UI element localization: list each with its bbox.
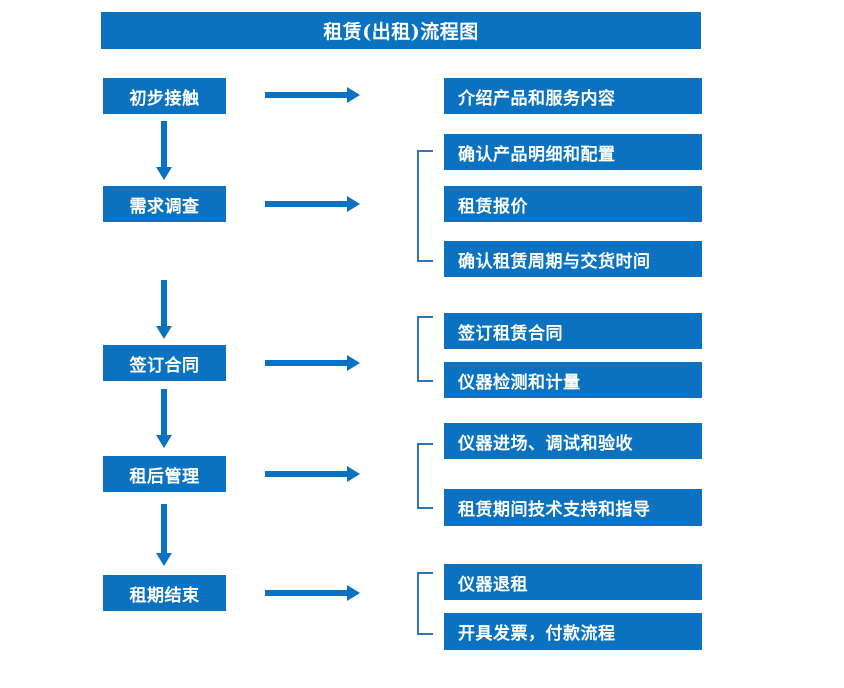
task-box-lease-period-technical-support[interactable]: 租赁期间技术支持和指导: [444, 489, 702, 526]
task-box-sign-lease-contract[interactable]: 签订租赁合同: [444, 313, 702, 349]
task-box-instrument-entry-commissioning-acceptance[interactable]: 仪器进场、调试和验收: [444, 423, 702, 459]
group-bracket-lease-end: [417, 572, 433, 635]
task-box-lease-quotation[interactable]: 租赁报价: [444, 186, 702, 222]
stage-box-requirement-survey[interactable]: 需求调查: [103, 186, 226, 222]
stage-box-post-lease-management[interactable]: 租后管理: [103, 456, 226, 492]
diagram-title: 租赁(出租)流程图: [101, 12, 701, 49]
task-box-instrument-inspection-metering[interactable]: 仪器检测和计量: [444, 362, 702, 398]
task-box-instrument-return[interactable]: 仪器退租: [444, 564, 702, 600]
task-box-confirm-lease-period-delivery[interactable]: 确认租赁周期与交货时间: [444, 241, 702, 277]
group-bracket-sign-contract: [417, 316, 433, 382]
stage-box-sign-contract[interactable]: 签订合同: [103, 345, 226, 381]
group-bracket-requirement-survey: [417, 150, 433, 262]
task-box-introduce-products[interactable]: 介绍产品和服务内容: [444, 78, 702, 114]
group-bracket-post-lease-management: [417, 443, 433, 509]
task-box-invoice-payment-process[interactable]: 开具发票，付款流程: [444, 613, 702, 650]
stage-box-initial-contact[interactable]: 初步接触: [103, 78, 226, 114]
task-box-confirm-product-details[interactable]: 确认产品明细和配置: [444, 134, 702, 170]
stage-box-lease-end[interactable]: 租期结束: [103, 575, 226, 611]
